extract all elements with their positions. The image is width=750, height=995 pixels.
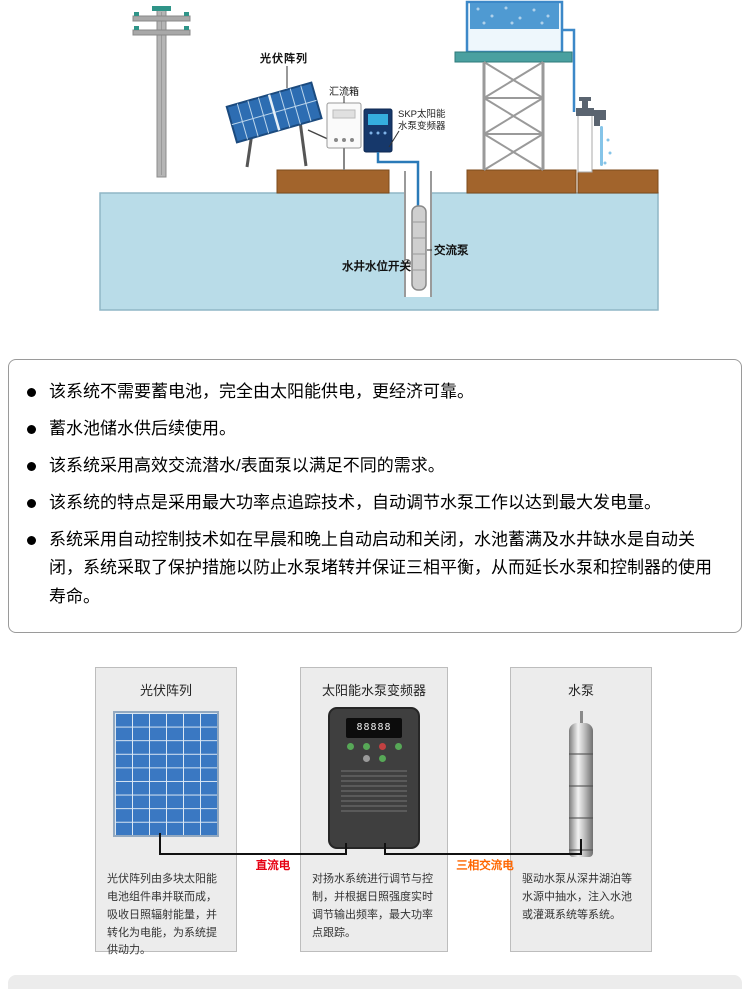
submersible-pump-diagram [411, 205, 427, 291]
feature-text: 该系统采用高效交流潜水/表面泵以满足不同的需求。 [49, 455, 445, 475]
component-card-pump: 水泵 驱动水泵从深井湖泊等水源中抽水，注入水池或灌溉系统等系统。 [510, 667, 652, 953]
system-diagram: 光伏阵列 汇流箱 SKP太阳能 水泵变频器 交流泵 水井水位开关 [0, 0, 750, 345]
inverter-vent-grill [341, 770, 407, 815]
tank-outlet-pipe [562, 28, 576, 112]
card-title: 水泵 [567, 683, 594, 699]
system-diagram-art [99, 0, 659, 311]
inverter-label-line2: 水泵变频器 [398, 121, 446, 133]
feature-text: 系统采用自动控制技术如在早晨和晚上自动启动和关闭，水池蓄满及水井缺水是自动关闭，… [49, 529, 712, 607]
inverter-button-icon [378, 743, 386, 751]
ac-wire-segment [580, 839, 582, 856]
underground-water [99, 192, 659, 311]
feature-item: 该系统不需要蓄电池，完全由太阳能供电，更经济可靠。 [25, 378, 721, 407]
ac-pump-label: 交流泵 [434, 245, 469, 257]
tank-platform [454, 51, 573, 63]
inverter-button-icon [362, 755, 370, 763]
pv-array-diagram [225, 81, 323, 168]
inverter-button-icon [346, 743, 354, 751]
ac-wire-segment [384, 843, 386, 856]
pump-rod [579, 711, 583, 724]
pump-cable [376, 152, 420, 206]
pump-image [569, 723, 593, 858]
combiner-box-label: 汇流箱 [329, 87, 359, 98]
feature-text: 蓄水池储水供后续使用。 [49, 418, 236, 438]
pv-wire [307, 129, 331, 141]
water-level-switch-float [403, 259, 411, 267]
card-description: 光伏阵列由多块太阳能电池组件串并联而成，吸收日照辐射能量，并转化为电能，为系统提… [107, 873, 217, 957]
feature-item: 该系统采用高效交流潜水/表面泵以满足不同的需求。 [25, 452, 721, 481]
ground-blocks [276, 169, 659, 194]
card-title: 太阳能水泵变频器 [321, 683, 426, 699]
card-title: 光伏阵列 [139, 683, 192, 699]
water-tank [465, 0, 564, 54]
feature-item: 该系统的特点是采用最大功率点追踪技术，自动调节水泵工作以达到最大发电量。 [25, 489, 721, 518]
inverter-display: 88888 [346, 718, 402, 739]
bullet-icon [27, 461, 36, 471]
card-description: 驱动水泵从深井湖泊等水源中抽水，注入水池或灌溉系统等系统。 [522, 873, 632, 921]
card-description: 对扬水系统进行调节与控制，并根据日照强度实时调节输出频率，最大功率点跟踪。 [312, 873, 433, 939]
inverter-label-line1: SKP太阳能 [398, 109, 446, 120]
water-stream [600, 126, 612, 166]
dc-wire-segment [159, 833, 161, 856]
features-list: 该系统不需要蓄电池，完全由太阳能供电，更经济可靠。 蓄水池储水供后续使用。 该系… [25, 378, 721, 612]
dc-wire-segment [159, 853, 347, 856]
dc-power-label: 直流电 [255, 860, 291, 873]
utility-pole [132, 6, 191, 178]
components-section: 光伏阵列 光伏阵列由多块太阳能电池组件串并联而成，吸收日照辐射能量，并转化为电能… [0, 667, 750, 967]
solar-panel-image [113, 711, 219, 838]
water-level-switch-label: 水井水位开关 [342, 261, 411, 273]
features-box: 该系统不需要蓄电池，完全由太阳能供电，更经济可靠。 蓄水池储水供后续使用。 该系… [8, 359, 742, 634]
feature-item: 蓄水池储水供后续使用。 [25, 415, 721, 444]
inverter-diagram [363, 108, 393, 153]
pv-array-label: 光伏阵列 [260, 53, 308, 65]
next-section-edge [8, 975, 742, 990]
dc-wire-segment [345, 843, 347, 856]
inverter-image: 88888 [328, 707, 420, 850]
inverter-button-icon [394, 743, 402, 751]
inverter-keypad [342, 743, 406, 763]
inverter-button-icon [362, 743, 370, 751]
bullet-icon [27, 424, 36, 434]
tower-lattice [482, 61, 545, 171]
inverter-button-icon [378, 755, 386, 763]
ac-wire-segment [384, 853, 582, 856]
ac-power-label: 三相交流电 [456, 860, 514, 873]
feature-item: 系统采用自动控制技术如在早晨和晚上自动启动和关闭，水池蓄满及水井缺水是自动关闭，… [25, 526, 721, 613]
faucet [576, 97, 606, 173]
component-card-inverter: 太阳能水泵变频器 88888 对扬水系统进行调节与控制，并根据日照强度实时调节输… [300, 667, 448, 953]
component-card-pv-array: 光伏阵列 光伏阵列由多块太阳能电池组件串并联而成，吸收日照辐射能量，并转化为电能… [95, 667, 237, 956]
feature-text: 该系统不需要蓄电池，完全由太阳能供电，更经济可靠。 [49, 382, 474, 401]
feature-text: 该系统的特点是采用最大功率点追踪技术，自动调节水泵工作以达到最大发电量。 [49, 492, 661, 512]
bullet-icon [27, 535, 36, 545]
bullet-icon [27, 498, 36, 508]
inverter-label: SKP太阳能 水泵变频器 [398, 109, 446, 134]
bullet-icon [27, 388, 36, 397]
combiner-box-diagram [326, 102, 362, 170]
label-pointers [286, 66, 432, 251]
